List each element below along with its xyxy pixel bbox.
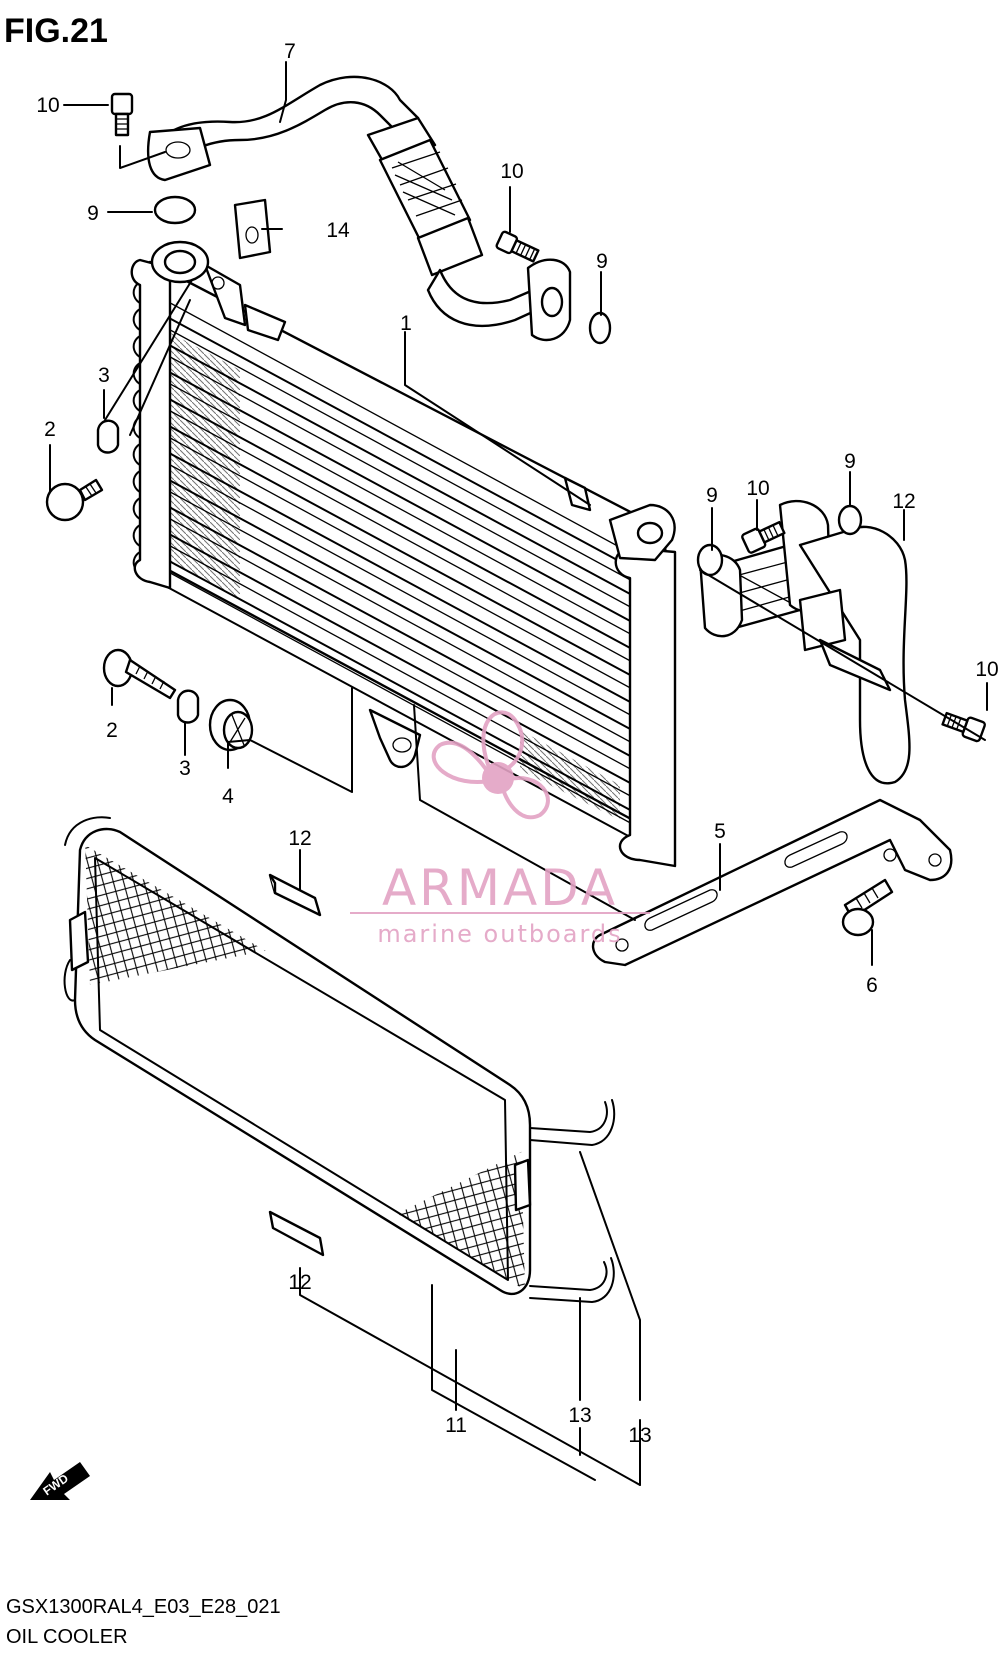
cooler-tube-edge	[149, 507, 637, 773]
oil-cooler-outlet-pipe	[698, 499, 911, 785]
cooler-tube-edge	[149, 453, 637, 719]
callout-9: 9	[844, 450, 856, 473]
callout-10: 10	[975, 658, 998, 681]
cooler-guard-net	[63, 816, 532, 1296]
callout-9: 9	[706, 484, 718, 507]
watermark-brand: ARMADA	[382, 859, 618, 917]
cooler-tube-edge	[149, 480, 637, 746]
callout-10: 10	[36, 94, 59, 117]
cooler-tube-edge	[149, 291, 637, 557]
callout-10: 10	[500, 160, 523, 183]
cooler-tube-edge	[149, 399, 637, 665]
callout-2: 2	[44, 418, 56, 441]
watermark-tagline: marine outboards	[377, 920, 622, 948]
section-name: OIL COOLER	[6, 1626, 128, 1648]
callout-9: 9	[596, 250, 608, 273]
oil-cooler-core	[130, 240, 677, 868]
leader-lines	[49, 61, 988, 1486]
callout-3: 3	[179, 757, 191, 780]
figure-title: FIG.21	[4, 12, 108, 50]
callout-10: 10	[746, 477, 769, 500]
forward-direction-arrow: FWD	[30, 1462, 90, 1500]
clamp-14	[233, 198, 272, 260]
callout-12-second: 12	[288, 1271, 311, 1294]
collar-3-lower	[176, 689, 200, 724]
callout-labels: 7 10 9 14 10 9 1 3 2 9 10 9 12 10 2 3 4 …	[36, 40, 998, 1294]
cushion-lower	[268, 1210, 325, 1257]
callout-4: 4	[222, 785, 234, 808]
bolt-10-right	[741, 520, 786, 554]
grommet-4	[208, 698, 254, 752]
guard-clip-lower	[529, 1257, 615, 1303]
cooler-bracket	[591, 798, 953, 967]
o-ring-top-right	[588, 311, 612, 345]
bolt-6	[841, 878, 894, 937]
cooler-tube-edge	[149, 345, 637, 611]
cushion-upper-side	[268, 874, 277, 893]
bolt-10-center	[495, 230, 540, 263]
cooler-tube-edge	[149, 426, 637, 692]
callout-7: 7	[284, 40, 296, 63]
callout-13-lower: 13	[568, 1404, 591, 1427]
callout-3: 3	[98, 364, 110, 387]
callout-13-upper: 13	[628, 1424, 651, 1447]
cushion-upper	[268, 873, 322, 917]
oil-cooler-inlet-pipe	[146, 75, 572, 342]
callout-11-label: 11	[445, 1414, 467, 1437]
bolt-10-top-left	[110, 92, 134, 137]
cooler-tube-edge	[149, 561, 637, 827]
callout-14: 14	[326, 219, 350, 242]
cooler-tube-edge	[149, 534, 637, 800]
callout-2: 2	[106, 719, 118, 742]
bolt-2-lower	[102, 648, 177, 700]
watermark: ARMADA marine outboards	[350, 710, 650, 948]
guard-clip-upper	[529, 1099, 616, 1146]
bolt-2-upper	[45, 478, 104, 522]
o-ring-right	[837, 504, 863, 536]
callout-8: 12	[892, 490, 915, 513]
collar-3-upper	[96, 419, 120, 454]
callout-9: 9	[87, 202, 99, 225]
callout-12-first: 12	[288, 827, 311, 850]
callout-1: 1	[400, 312, 412, 335]
callout-6: 6	[866, 974, 878, 997]
cooler-tube-edge	[149, 372, 637, 638]
cooler-tube-edge	[149, 318, 637, 584]
callout-5: 5	[714, 820, 726, 843]
model-code: GSX1300RAL4_E03_E28_021	[6, 1596, 281, 1618]
o-ring-top-left	[153, 195, 197, 225]
propeller-logo-icon	[431, 710, 550, 820]
